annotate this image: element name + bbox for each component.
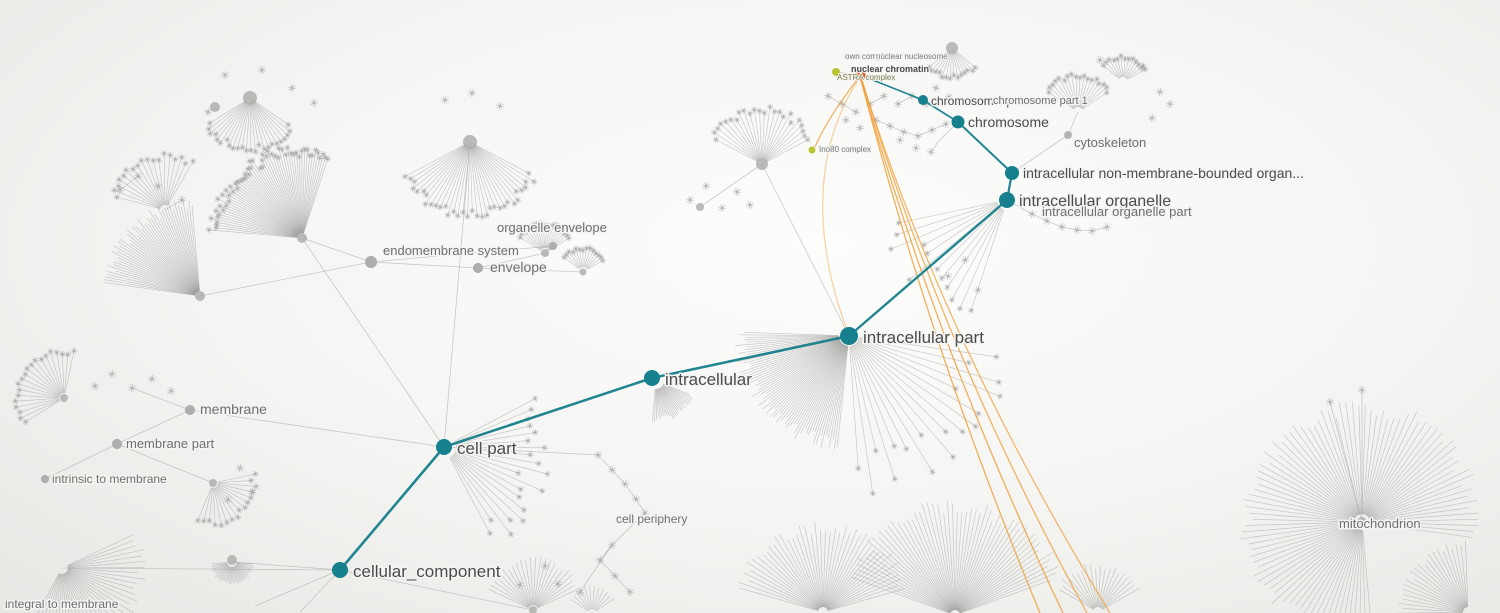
cluster-hub-node[interactable] <box>243 91 257 105</box>
path-edge-intracellular--intracellular_part <box>650 334 851 380</box>
label-chromosome_part_1: chromosome part 1 <box>993 95 1088 107</box>
cluster-hub-node[interactable] <box>209 479 217 487</box>
label-cellular_component: cellular_component <box>353 562 501 581</box>
tiny-label-0: own complex <box>845 52 892 61</box>
cluster-hub-node[interactable] <box>946 42 958 54</box>
orange-relationship-edge <box>814 79 858 148</box>
label-intrinsic_to_membrane: intrinsic to membrane <box>52 472 167 486</box>
tiny-label-2: nuclear chromatin <box>851 64 929 74</box>
label-membrane_part: membrane part <box>126 436 215 451</box>
label-intracellular_organelle: intracellular organelle <box>1019 193 1171 210</box>
cluster-hub-node[interactable] <box>696 203 704 211</box>
cluster-hub-node[interactable] <box>210 102 220 112</box>
path-edge-chromosome--chromosomal_part <box>922 99 959 123</box>
path-edge-intracellular_part--intracellular_organelle <box>847 198 1009 338</box>
node-membrane_part[interactable] <box>112 439 122 449</box>
node-membrane[interactable] <box>185 405 195 415</box>
cluster-hub-node[interactable] <box>541 249 549 257</box>
label-intracellular_part: intracellular part <box>863 328 984 347</box>
label-cell_part: cell part <box>457 439 517 458</box>
cluster-hub-node[interactable] <box>195 291 205 301</box>
node-intracellular_part[interactable] <box>840 327 858 345</box>
node-green_complex_node[interactable] <box>832 68 840 76</box>
label-integral_to_membrane: integral to membrane <box>5 597 119 611</box>
label-intracellular_organelle_part: intracellular organelle part <box>1042 204 1192 219</box>
selected-path-edges <box>338 74 1014 572</box>
label-mitochondrion: mitochondrion <box>1339 516 1421 531</box>
label-chromosome: chromosome <box>968 114 1049 130</box>
node-cellular_component[interactable] <box>332 562 348 578</box>
cluster-hub-node[interactable] <box>1357 517 1367 527</box>
cluster-hub-node[interactable] <box>529 606 537 613</box>
path-edge-intracellular_nmb_organelle--chromosome <box>957 121 1013 174</box>
node-nuclear_chromatin_node[interactable] <box>854 69 866 81</box>
cluster-hub-node[interactable] <box>1064 131 1072 139</box>
node-endomembrane_system[interactable] <box>365 256 377 268</box>
orange-relationship-edge <box>822 79 859 331</box>
tiny-label-4: Ino80 complex <box>819 145 871 154</box>
tiny-label-3: ASTRA complex <box>837 73 895 82</box>
highlight-edges-orange <box>814 79 1111 613</box>
node-intracellular_nmb_organelle[interactable] <box>1005 166 1019 180</box>
label-cell_periphery: cell periphery <box>616 512 687 526</box>
node-intracellular_organelle[interactable] <box>999 192 1015 208</box>
label-chromosomal_part: chromosomal part <box>931 94 1028 108</box>
node-organelle_envelope[interactable] <box>549 242 557 250</box>
label-cytoskeleton: cytoskeleton <box>1074 135 1146 150</box>
cluster-hub-node[interactable] <box>60 394 68 402</box>
cluster-hub-node[interactable] <box>297 233 307 243</box>
cluster-hub-node[interactable] <box>756 158 768 170</box>
orange-relationship-edge <box>860 79 1041 613</box>
path-edge-chromosomal_part--nuclear_chromatin_node <box>859 74 924 101</box>
node-ino80_complex_node[interactable] <box>808 146 816 154</box>
decorative-clusters <box>12 42 1479 613</box>
cluster-hub-node[interactable] <box>463 135 477 149</box>
tiny-label-1: nuclear nucleosome <box>876 52 948 61</box>
node-cell_part[interactable] <box>436 439 452 455</box>
node-chromosomal_part[interactable] <box>918 95 928 105</box>
graph-nodes <box>41 68 1019 578</box>
label-organelle_envelope: organelle envelope <box>497 220 607 235</box>
cluster-hub-node[interactable] <box>579 268 587 276</box>
node-intrinsic_to_membrane[interactable] <box>41 475 49 483</box>
orange-relationship-edge <box>860 79 1064 613</box>
orange-relationship-edge <box>861 80 1111 613</box>
graph-labels: cellular_component cell part intracellular… <box>4 51 1423 613</box>
label-intracellular_nmb_organelle: intracellular non-membrane-bounded organ… <box>1023 165 1304 181</box>
node-chromosome[interactable] <box>951 115 965 129</box>
label-envelope: envelope <box>490 259 547 275</box>
path-edge-cellular_component--cell_part <box>338 445 446 572</box>
label-intracellular: intracellular <box>665 370 752 389</box>
node-envelope[interactable] <box>473 263 483 273</box>
node-intracellular[interactable] <box>644 370 660 386</box>
label-membrane: membrane <box>200 401 267 417</box>
path-edge-cell_part--intracellular <box>442 376 654 449</box>
orange-relationship-edge <box>861 79 1088 613</box>
cluster-hub-node[interactable] <box>227 555 237 565</box>
label-endomembrane_system: endomembrane system <box>383 243 519 258</box>
